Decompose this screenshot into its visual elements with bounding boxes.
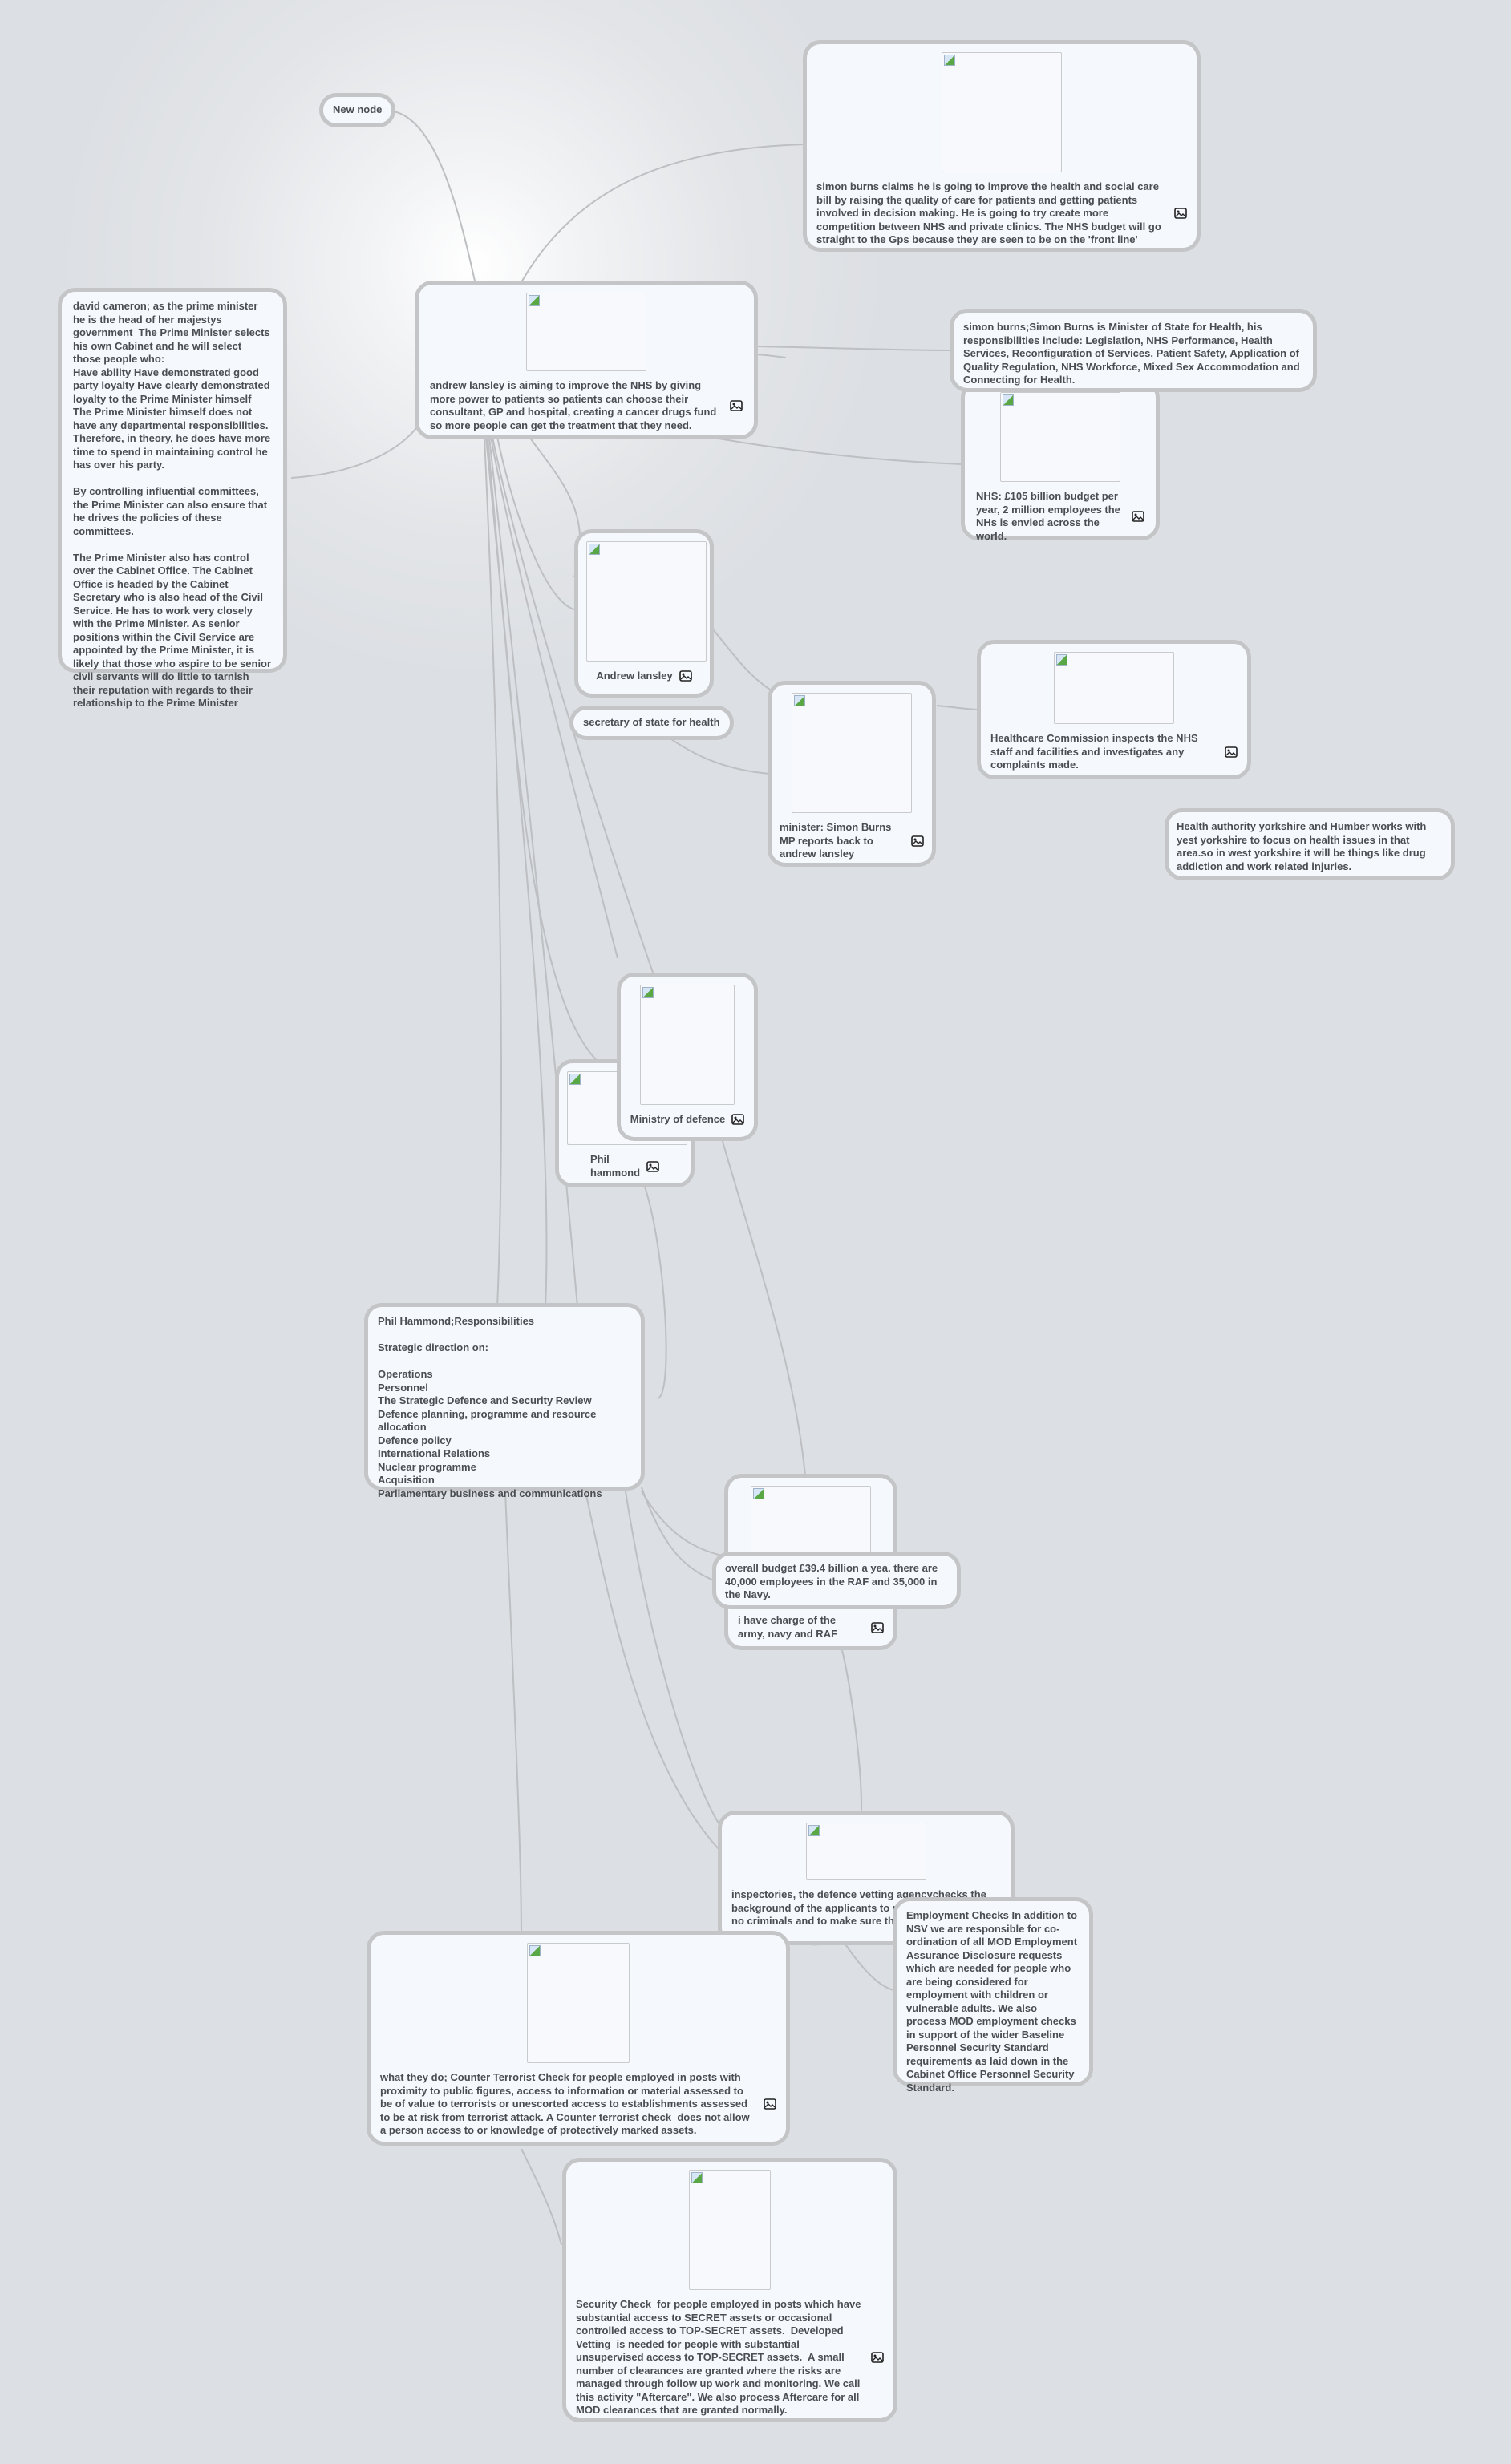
node-label: Healthcare Commission inspects the NHS s…: [990, 732, 1201, 771]
node-label: secretary of state for health: [583, 716, 720, 728]
node-phil-hammond-responsibilities[interactable]: Phil Hammond;Responsibilities Strategic …: [364, 1303, 645, 1499]
node-new-node[interactable]: New node: [319, 93, 396, 127]
image-icon[interactable]: [730, 400, 743, 411]
image-icon[interactable]: [911, 835, 924, 847]
image-placeholder: [1054, 652, 1174, 724]
node-overall-budget[interactable]: overall budget £39.4 billion a yea. ther…: [712, 1552, 961, 1609]
node-david-cameron[interactable]: david cameron; as the prime minister he …: [58, 288, 287, 709]
node-label: i have charge of the army, navy and RAF: [738, 1614, 839, 1640]
image-icon[interactable]: [731, 1114, 745, 1126]
node-label: NHS: £105 billion budget per year, 2 mil…: [976, 490, 1124, 542]
image-icon[interactable]: [1225, 746, 1238, 758]
node-label: simon burns;Simon Burns is Minister of S…: [963, 321, 1303, 386]
image-placeholder: [689, 2170, 771, 2290]
node-simon-burns-role[interactable]: simon burns;Simon Burns is Minister of S…: [950, 309, 1317, 392]
node-counter-terrorist[interactable]: what they do; Counter Terrorist Check fo…: [367, 1931, 790, 2146]
node-minister-simon-burns[interactable]: minister: Simon Burns MP reports back to…: [768, 681, 936, 867]
node-label: david cameron; as the prime minister he …: [73, 300, 272, 709]
image-placeholder: [526, 293, 646, 371]
node-label: Employment Checks In addition to NSV we …: [906, 1909, 1080, 2094]
node-ministry-of-defence[interactable]: Ministry of defence: [617, 973, 758, 1141]
node-security-check[interactable]: Security Check for people employed in po…: [562, 2158, 897, 2422]
image-icon[interactable]: [646, 1160, 659, 1172]
node-label: Andrew lansley: [596, 670, 673, 682]
node-nhs-budget[interactable]: NHS: £105 billion budget per year, 2 mil…: [961, 380, 1160, 542]
node-label: what they do; Counter Terrorist Check fo…: [380, 2071, 753, 2136]
image-icon[interactable]: [871, 1621, 884, 1633]
image-icon[interactable]: [1132, 511, 1144, 522]
node-label: overall budget £39.4 billion a yea. ther…: [725, 1562, 941, 1600]
node-label: New node: [333, 103, 383, 115]
image-icon[interactable]: [679, 670, 692, 682]
node-secretary-of-state[interactable]: secretary of state for health: [569, 706, 734, 740]
node-simon-burns-claims[interactable]: simon burns claims he is going to improv…: [803, 40, 1201, 252]
image-placeholder: [527, 1943, 630, 2063]
node-health-authority[interactable]: Health authority yorkshire and Humber wo…: [1165, 808, 1455, 880]
node-healthcare-commission[interactable]: Healthcare Commission inspects the NHS s…: [977, 640, 1251, 779]
node-label: minister: Simon Burns MP reports back to…: [780, 821, 895, 860]
node-label: simon burns claims he is going to improv…: [816, 180, 1165, 245]
image-icon[interactable]: [871, 2352, 884, 2364]
node-andrew-lansley-central[interactable]: andrew lansley is aiming to improve the …: [415, 281, 758, 439]
image-icon[interactable]: [764, 2098, 776, 2110]
node-label: Security Check for people employed in po…: [576, 2298, 865, 2416]
image-placeholder: [640, 985, 735, 1105]
node-label: andrew lansley is aiming to improve the …: [430, 379, 719, 431]
image-placeholder: [806, 1823, 926, 1880]
node-andrew-lansley-photo[interactable]: Andrew lansley: [574, 529, 714, 698]
node-label: Health authority yorkshire and Humber wo…: [1177, 820, 1429, 872]
node-label: Phil Hammond;Responsibilities Strategic …: [378, 1315, 602, 1499]
image-placeholder: [792, 693, 912, 813]
node-label: Phil hammond: [589, 1153, 641, 1179]
node-employment-checks[interactable]: Employment Checks In addition to NSV we …: [893, 1897, 1093, 2094]
node-label: Ministry of defence: [630, 1113, 726, 1125]
image-placeholder: [1000, 392, 1120, 482]
image-placeholder: [586, 541, 707, 662]
image-placeholder: [942, 52, 1062, 172]
image-icon[interactable]: [1174, 208, 1187, 220]
